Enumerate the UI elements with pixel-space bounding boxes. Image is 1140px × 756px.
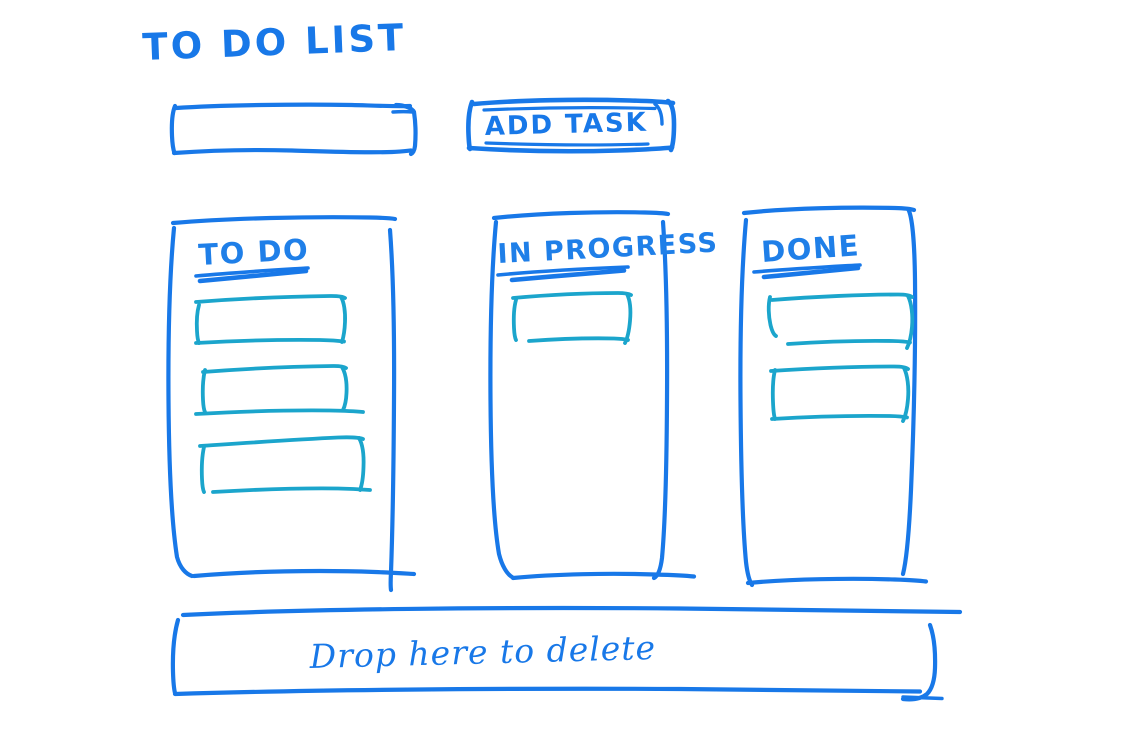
card-border-top <box>772 295 912 301</box>
page-title-text: TO DO LIST <box>142 16 407 69</box>
card-border-right <box>341 297 345 342</box>
input-border-top <box>176 105 410 108</box>
card-border-top <box>771 367 908 372</box>
card-border-left <box>769 297 776 336</box>
add-task-button[interactable]: ADD TASK <box>468 100 674 151</box>
column-done[interactable]: DONE <box>740 208 926 585</box>
column-in-progress[interactable]: IN PROGRESS <box>490 212 719 578</box>
card-border-bottom <box>772 416 907 419</box>
card-border-left <box>773 370 775 419</box>
card-border-bottom <box>788 341 910 344</box>
card-border-right <box>342 367 347 410</box>
column-in-progress-title: IN PROGRESS <box>497 227 719 270</box>
add-button-border-bottom <box>469 148 672 152</box>
task-card[interactable] <box>771 367 908 422</box>
add-button-border-left <box>468 102 472 149</box>
column-to-do-border-left <box>168 228 192 576</box>
add-button-border-right-double <box>655 104 662 124</box>
card-border-left <box>514 300 516 340</box>
card-border-bottom <box>213 488 370 492</box>
card-border-right <box>625 294 630 343</box>
add-button-border-bottom-double <box>486 143 648 145</box>
column-done-title: DONE <box>760 228 861 269</box>
add-button-border-right <box>668 101 674 150</box>
input-border-left <box>172 106 175 153</box>
add-task-button-label: ADD TASK <box>484 108 648 142</box>
card-border-left <box>203 370 205 412</box>
delete-zone-border-flick <box>903 697 942 699</box>
card-border-bottom <box>196 410 363 414</box>
column-done-border-top <box>744 208 914 213</box>
delete-zone-label: Drop here to delete <box>308 628 656 676</box>
column-done-border-bottom <box>748 579 926 583</box>
new-task-input[interactable] <box>172 105 416 154</box>
delete-zone-border-left <box>173 620 178 693</box>
column-to-do-title: TO DO <box>198 232 310 272</box>
column-in-progress-border-bottom <box>513 574 694 578</box>
add-button-border-top <box>474 100 673 104</box>
card-border-left <box>202 447 204 492</box>
card-border-top <box>513 293 631 298</box>
delete-zone-border-bottom <box>175 689 920 694</box>
card-border-top <box>203 366 346 372</box>
card-border-top <box>200 437 363 446</box>
column-to-do-border-top <box>173 217 395 223</box>
task-card[interactable] <box>769 295 913 349</box>
task-card[interactable] <box>196 366 363 414</box>
page-title: TO DO LIST <box>142 16 407 69</box>
column-done-border-left <box>740 220 752 585</box>
delete-drop-zone[interactable]: Drop here to delete <box>173 608 960 699</box>
card-border-bottom <box>529 338 628 341</box>
task-card[interactable] <box>513 293 631 343</box>
task-card[interactable] <box>196 296 345 343</box>
input-border-bottom <box>174 150 411 153</box>
delete-zone-border-right <box>903 625 935 699</box>
column-to-do-border-right <box>390 230 394 590</box>
card-border-top <box>196 296 345 302</box>
card-border-right <box>903 368 908 421</box>
column-to-do[interactable]: TO DO <box>168 217 414 590</box>
card-border-left <box>197 305 199 343</box>
card-border-right <box>359 438 364 490</box>
task-card[interactable] <box>200 437 370 492</box>
column-to-do-border-bottom <box>194 571 414 576</box>
column-in-progress-border-top <box>494 212 668 218</box>
delete-zone-border-top <box>183 608 960 615</box>
card-border-bottom <box>196 340 344 343</box>
column-in-progress-border-right <box>654 222 667 578</box>
